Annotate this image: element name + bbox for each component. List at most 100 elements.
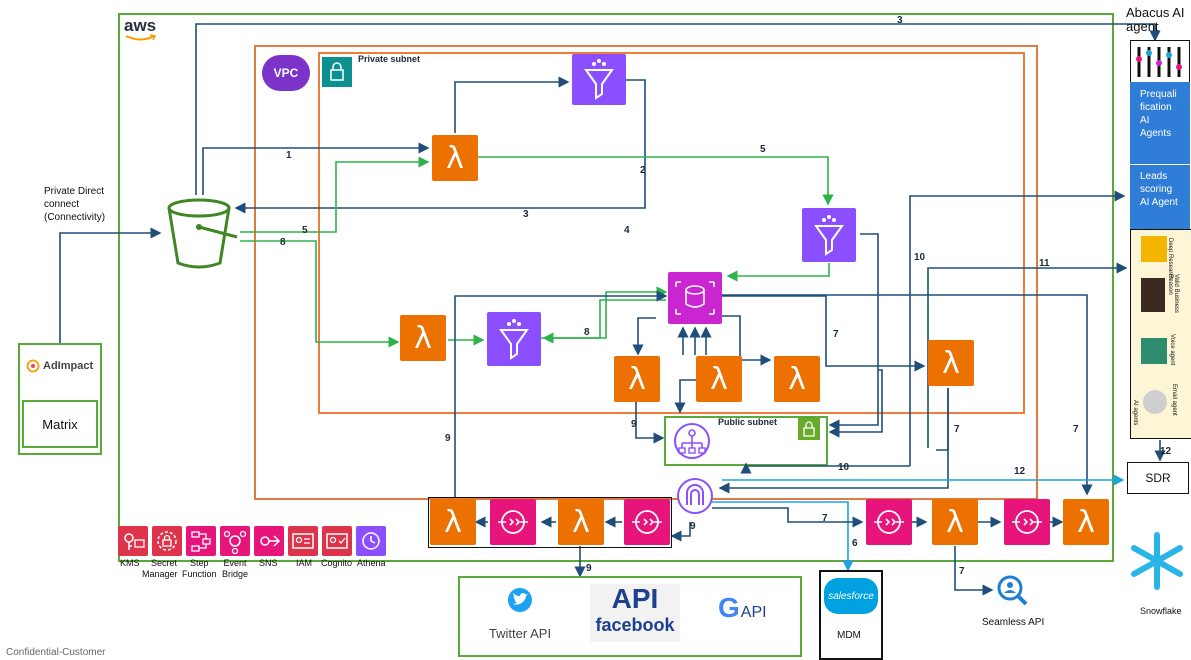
lambda-icon: λ xyxy=(400,315,446,361)
mdm-box: salesforce MDM xyxy=(819,570,883,660)
twitter-api-logo: Twitter API xyxy=(480,585,560,641)
email-agent-icon xyxy=(1143,390,1167,414)
step-number: 4 xyxy=(624,225,630,236)
kms-icon xyxy=(118,526,148,556)
step-number: 3 xyxy=(897,15,903,26)
message-queue-icon xyxy=(490,499,536,545)
seamless-api-icon xyxy=(994,572,1034,613)
seamless-api-label: Seamless API xyxy=(982,617,1045,628)
step-number: 7 xyxy=(959,566,965,577)
voice-agent-icon xyxy=(1141,338,1167,364)
lambda-icon: λ xyxy=(1063,499,1109,545)
lambda-icon: λ xyxy=(432,135,478,181)
filter-funnel-icon xyxy=(487,312,541,366)
step-number: 10 xyxy=(838,462,850,473)
step-number: 9 xyxy=(586,563,592,574)
step-number: 7 xyxy=(833,329,839,340)
athena-icon xyxy=(356,526,386,556)
secrets-manager-icon xyxy=(152,526,182,556)
private-subnet-boundary xyxy=(318,52,1025,414)
mdm-label: MDM xyxy=(837,630,861,641)
deep-research-label: Deep Research xyxy=(1167,238,1173,280)
message-queue-icon xyxy=(866,499,912,545)
leads-scoring-agent-box: Leads scoring AI Agent xyxy=(1130,165,1190,229)
email-agent-label: Email agent xyxy=(1171,384,1177,416)
deep-research-icon xyxy=(1141,236,1167,262)
filter-funnel-icon xyxy=(572,54,626,105)
google-api-logo: G API xyxy=(718,592,767,623)
lambda-icon: λ xyxy=(932,499,978,545)
step-number: 3 xyxy=(523,209,529,220)
lambda-icon: λ xyxy=(928,340,974,386)
public-subnet-label: Public subnet xyxy=(718,417,778,427)
cognito-icon xyxy=(322,526,352,556)
eventbridge-icon xyxy=(220,526,250,556)
step-number: 12 xyxy=(1014,466,1026,477)
step-number: 7 xyxy=(1073,424,1079,435)
message-queue-icon xyxy=(1004,499,1050,545)
ai-agents-caption: AI agents xyxy=(1132,400,1138,426)
lambda-icon: λ xyxy=(558,499,604,545)
lambda-icon: λ xyxy=(614,356,660,402)
iam-icon xyxy=(288,526,318,556)
ai-agents-panel: Deep Research Valid Business Reason Voic… xyxy=(1130,229,1191,439)
snowflake-label: Snowflake xyxy=(1140,606,1182,616)
iam-label: IAM xyxy=(296,558,313,568)
facebook-api-logo: API facebook xyxy=(590,584,680,642)
step-number: 1 xyxy=(286,150,292,161)
step-functions-icon xyxy=(186,526,216,556)
step-number: 9 xyxy=(690,521,696,532)
step-number: 5 xyxy=(302,225,308,236)
step-number: 6 xyxy=(852,538,858,549)
public-subnet-lock-icon xyxy=(798,418,820,440)
salesforce-logo: salesforce xyxy=(824,578,878,614)
sns-label: SNS xyxy=(259,558,278,568)
adimpact-logo: AdImpact xyxy=(26,359,93,373)
rds-database-icon xyxy=(668,272,722,324)
lambda-icon: λ xyxy=(430,499,476,545)
valid-business-icon xyxy=(1141,278,1165,312)
s3-bucket-icon xyxy=(162,195,242,275)
private-subnet-lock-icon xyxy=(322,57,352,87)
abacus-logo xyxy=(1130,40,1190,84)
voice-agent-label: Voice agent xyxy=(1169,334,1175,366)
vpc-badge: VPC xyxy=(262,55,310,91)
adimpact-box: AdImpact Matrix xyxy=(18,343,102,455)
step-number: 12 xyxy=(1160,446,1172,457)
step-number: 7 xyxy=(954,424,960,435)
valid-business-label: Valid Business Reason xyxy=(1167,274,1179,313)
filter-funnel-icon xyxy=(802,208,856,262)
direct-connect-label: Private Direct connect (Connectivity) xyxy=(44,186,106,223)
step-number: 8 xyxy=(584,327,590,338)
confidential-footer: Confidential-Customer xyxy=(6,647,106,658)
step-number: 5 xyxy=(760,144,766,155)
abacus-title: Abacus AI agent xyxy=(1126,5,1185,34)
step-number: 8 xyxy=(280,237,286,248)
cognito-label: Cognito xyxy=(321,558,353,568)
matrix-box: Matrix xyxy=(22,400,98,448)
lambda-icon: λ xyxy=(774,356,820,402)
step-number: 10 xyxy=(914,252,926,263)
prequalification-agent-box: Prequali fication AI Agents xyxy=(1130,82,1190,164)
private-subnet-label: Private subnet xyxy=(358,54,421,64)
snowflake-icon xyxy=(1126,530,1188,597)
internet-gateway-icon xyxy=(676,477,714,520)
step-number: 7 xyxy=(822,513,828,524)
step-number: 11 xyxy=(1039,258,1050,269)
message-queue-icon xyxy=(624,499,670,545)
sdr-box: SDR xyxy=(1127,462,1189,494)
sns-icon xyxy=(254,526,284,556)
load-balancer-icon xyxy=(672,421,712,466)
step-number: 9 xyxy=(445,433,451,444)
external-apis-box xyxy=(458,576,802,657)
lambda-icon: λ xyxy=(696,356,742,402)
step-number: 9 xyxy=(631,419,637,430)
kms-label: KMS xyxy=(120,558,140,568)
bottom-processing-group xyxy=(428,497,672,548)
aws-logo: aws xyxy=(124,17,158,42)
step-number: 2 xyxy=(640,165,646,176)
